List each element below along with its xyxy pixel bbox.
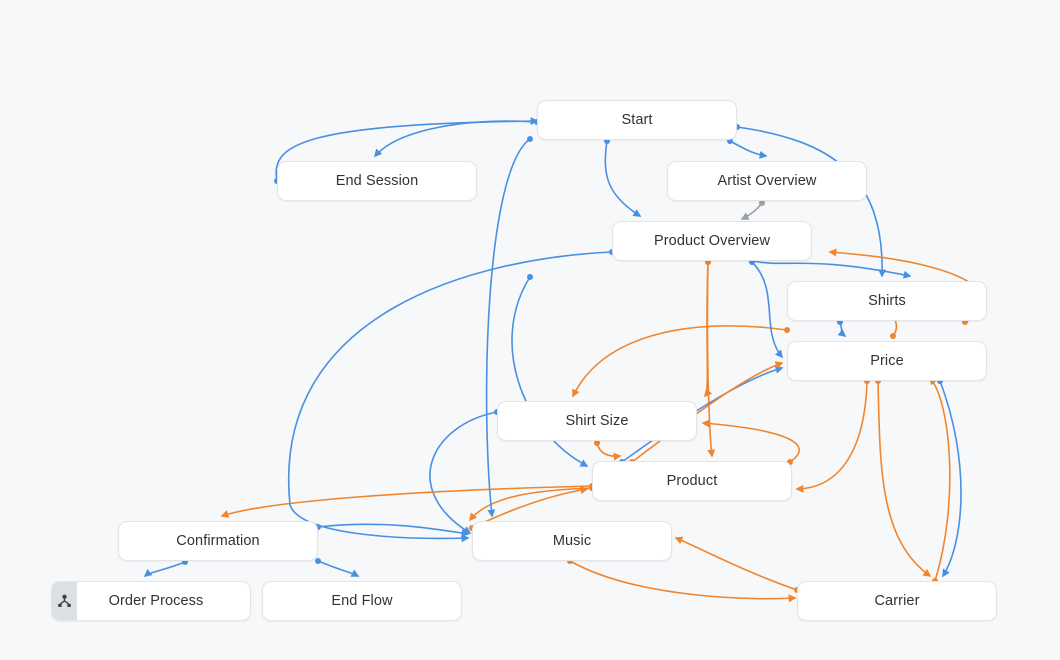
node-product-overview[interactable]: Product Overview — [612, 221, 812, 261]
node-shirts[interactable]: Shirts — [787, 281, 987, 321]
node-carrier[interactable]: Carrier — [797, 581, 997, 621]
edge-port-price — [784, 327, 790, 333]
edge-port-price — [890, 333, 896, 339]
node-order-process[interactable]: Order Process — [51, 581, 251, 621]
edge-port-confirmation — [315, 558, 321, 564]
node-label: Order Process — [108, 592, 204, 609]
edge-price-to-carrier[interactable] — [939, 380, 962, 578]
edge-product-to-confirmation[interactable] — [220, 485, 593, 518]
edge-product-to-music[interactable] — [468, 487, 593, 522]
edge-confirmation-to-end-flow[interactable] — [317, 560, 360, 577]
node-label: Shirt Size — [565, 412, 629, 429]
edge-port-shirts — [527, 274, 533, 280]
node-label: Price — [870, 352, 904, 369]
edge-price-to-carrier[interactable] — [877, 380, 932, 577]
edge-product-overview-to-music[interactable] — [287, 251, 613, 543]
edge-shirts-to-price[interactable] — [837, 321, 847, 337]
node-music[interactable]: Music — [472, 521, 672, 561]
edge-start-to-product-overview[interactable] — [604, 140, 642, 217]
node-shirt-size[interactable]: Shirt Size — [497, 401, 697, 441]
node-artist-overview[interactable]: Artist Overview — [667, 161, 867, 201]
node-label: Product Overview — [653, 232, 771, 249]
edge-start-to-end-session[interactable] — [373, 120, 538, 158]
edge-artist-overview-to-product-overview[interactable] — [740, 202, 763, 220]
node-label: Start — [621, 111, 653, 128]
node-confirmation[interactable]: Confirmation — [118, 521, 318, 561]
node-product[interactable]: Product — [592, 461, 792, 501]
edge-carrier-to-price[interactable] — [928, 376, 951, 582]
node-label: Confirmation — [176, 532, 260, 549]
node-label: End Session — [335, 172, 419, 189]
node-price[interactable]: Price — [787, 341, 987, 381]
node-start[interactable]: Start — [537, 100, 737, 140]
node-end-session[interactable]: End Session — [277, 161, 477, 201]
node-label: Shirts — [868, 292, 906, 309]
edge-shirt-size-to-product[interactable] — [596, 442, 622, 461]
node-label: Music — [552, 532, 592, 549]
edge-product-overview-to-shirt-size[interactable] — [703, 261, 713, 398]
edge-product-to-shirt-size[interactable] — [701, 419, 800, 463]
hierarchy-icon — [52, 582, 77, 620]
edge-confirmation-to-order-process[interactable] — [143, 561, 186, 577]
edge-price-to-product[interactable] — [795, 380, 868, 493]
node-label: Carrier — [874, 592, 920, 609]
edge-product-overview-to-shirts[interactable] — [751, 260, 912, 279]
edge-start-to-artist-overview[interactable] — [729, 140, 768, 159]
edge-product-overview-to-product[interactable] — [706, 261, 716, 458]
edge-music-to-carrier[interactable] — [569, 560, 797, 603]
edge-price-to-shirt-size[interactable] — [572, 325, 788, 398]
node-end-flow[interactable]: End Flow — [262, 581, 462, 621]
edge-product-overview-to-price[interactable] — [751, 261, 784, 359]
edge-confirmation-to-music[interactable] — [317, 523, 470, 537]
edge-start-to-music[interactable] — [485, 138, 531, 518]
node-label: Artist Overview — [717, 172, 817, 189]
edge-shirt-size-to-music[interactable] — [429, 411, 498, 534]
node-label: Product — [666, 472, 718, 489]
edge-port-start — [527, 136, 533, 142]
node-label: End Flow — [331, 592, 393, 609]
edge-carrier-to-music[interactable] — [674, 536, 798, 591]
